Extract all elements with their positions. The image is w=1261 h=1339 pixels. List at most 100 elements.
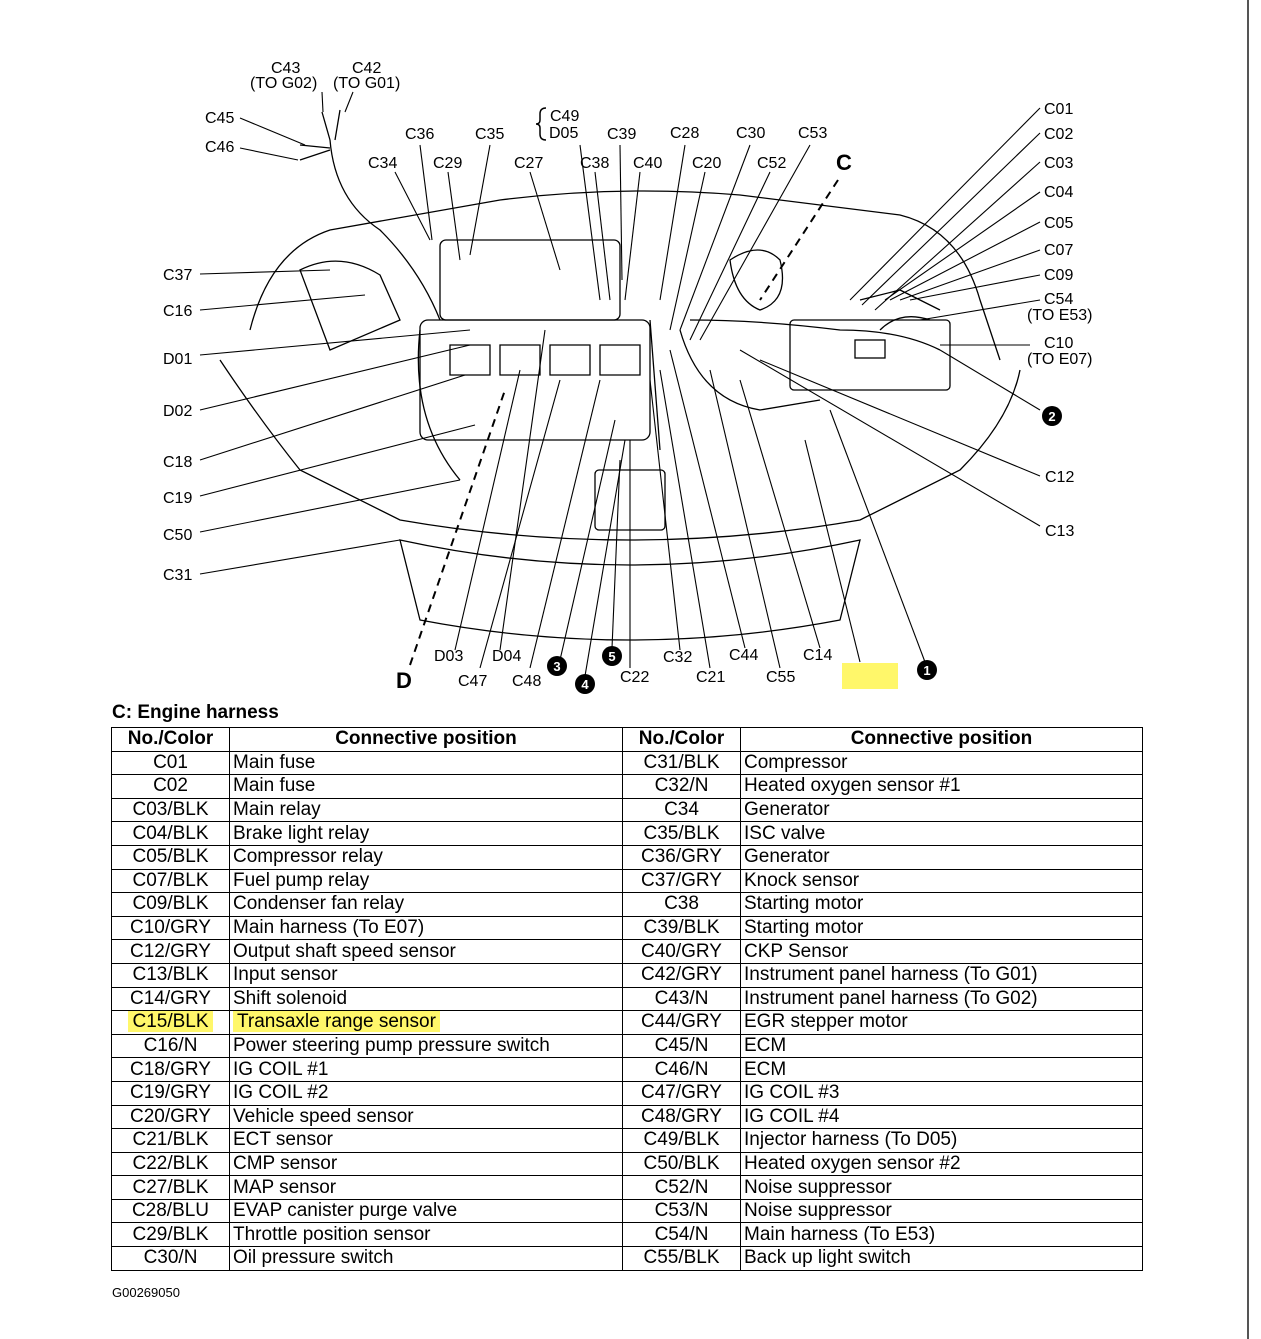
left-position-cell: CMP sensor bbox=[229, 1151, 623, 1177]
label-c30: C30 bbox=[736, 125, 765, 142]
left-no-color-cell: C16/N bbox=[111, 1033, 230, 1059]
label-c16: C16 bbox=[163, 303, 192, 320]
leader-lines bbox=[199, 91, 1041, 677]
right-no-color-cell: C32/N bbox=[622, 774, 741, 799]
label-d05: D05 bbox=[549, 125, 578, 142]
callout-circle bbox=[547, 656, 567, 676]
left-no-color-cell: C05/BLK bbox=[111, 844, 230, 870]
c15-label-highlight bbox=[842, 663, 898, 689]
right-no-color-cell: C54/N bbox=[622, 1222, 741, 1248]
label-c45: C45 bbox=[205, 110, 234, 127]
right-no-color-cell: C47/GRY bbox=[622, 1080, 741, 1106]
right-position-cell: Back up light switch bbox=[740, 1246, 1143, 1271]
right-no-color-cell: C37/GRY bbox=[622, 868, 741, 894]
right-label-1: C02 bbox=[1044, 126, 1073, 143]
left-position-cell: Output shaft speed sensor bbox=[229, 939, 623, 964]
right-no-color-cell: C49/BLK bbox=[622, 1128, 741, 1153]
right-position-cell: EGR stepper motor bbox=[740, 1010, 1143, 1035]
section-marker-c: C bbox=[836, 150, 852, 175]
label-d01: D01 bbox=[163, 351, 192, 368]
label-c48: C48 bbox=[512, 673, 541, 690]
right-label-6: C09 bbox=[1044, 267, 1073, 284]
right-position-cell: Noise suppressor bbox=[740, 1175, 1143, 1200]
right-no-color-cell: C44/GRY bbox=[622, 1010, 741, 1035]
left-position-cell: Main harness (To E07) bbox=[229, 915, 623, 941]
right-label-4: C05 bbox=[1044, 215, 1073, 232]
label-c42: C42 bbox=[352, 60, 381, 77]
label-c53: C53 bbox=[798, 125, 827, 142]
left-no-color-cell: C27/BLK bbox=[111, 1175, 230, 1200]
right-no-color-cell: C45/N bbox=[622, 1033, 741, 1059]
label-c46: C46 bbox=[205, 139, 234, 156]
header-no-color-right: No./Color bbox=[622, 727, 741, 752]
left-position-cell: Power steering pump pressure switch bbox=[229, 1033, 623, 1059]
label-c20: C20 bbox=[692, 155, 721, 172]
left-no-color-cell: C21/BLK bbox=[111, 1128, 230, 1153]
highlighted-cell-text: C15/BLK bbox=[128, 1011, 213, 1033]
callout-number: 5 bbox=[608, 649, 615, 664]
right-no-color-cell: C53/N bbox=[622, 1198, 741, 1224]
left-no-color-cell: C10/GRY bbox=[111, 915, 230, 941]
right-position-cell: Compressor bbox=[740, 750, 1143, 776]
harness-table-title: C: Engine harness bbox=[112, 702, 279, 723]
right-position-cell: Knock sensor bbox=[740, 868, 1143, 894]
left-no-color-cell: C09/BLK bbox=[111, 892, 230, 917]
label-c29: C29 bbox=[433, 155, 462, 172]
left-no-color-cell: C28/BLU bbox=[111, 1198, 230, 1224]
callout-number: 4 bbox=[581, 677, 589, 692]
label-c27: C27 bbox=[514, 155, 543, 172]
label-c21: C21 bbox=[696, 669, 725, 686]
label-c39: C39 bbox=[607, 126, 636, 143]
section-line-c bbox=[759, 179, 839, 301]
callout-circle bbox=[917, 660, 937, 680]
left-no-color-cell: C13/BLK bbox=[111, 962, 230, 988]
engine-harness-table: No./Color Connective position No./Color … bbox=[111, 727, 1143, 1271]
right-no-color-cell: C36/GRY bbox=[622, 844, 741, 870]
label-d02: D02 bbox=[163, 403, 192, 420]
label-c47: C47 bbox=[458, 673, 487, 690]
left-position-cell: IG COIL #1 bbox=[229, 1057, 623, 1082]
left-position-cell: Brake light relay bbox=[229, 821, 623, 846]
right-label-0: C01 bbox=[1044, 101, 1073, 118]
label-d04: D04 bbox=[492, 648, 521, 665]
left-no-color-cell: C30/N bbox=[111, 1246, 230, 1271]
left-no-color-cell: C04/BLK bbox=[111, 821, 230, 846]
header-position-left: Connective position bbox=[229, 727, 623, 752]
right-position-cell: Injector harness (To D05) bbox=[740, 1128, 1143, 1153]
left-position-cell: MAP sensor bbox=[229, 1175, 623, 1200]
label-c19: C19 bbox=[163, 490, 192, 507]
callout-circle bbox=[1042, 406, 1062, 426]
right-no-color-cell: C55/BLK bbox=[622, 1246, 741, 1271]
right-no-color-cell: C52/N bbox=[622, 1175, 741, 1200]
section-marker-d: D bbox=[396, 668, 412, 693]
right-position-cell: ECM bbox=[740, 1057, 1143, 1082]
right-position-cell: ISC valve bbox=[740, 821, 1143, 846]
right-label-12: C13 bbox=[1045, 523, 1074, 540]
right-label-7: C54 bbox=[1044, 291, 1073, 308]
callout-circle bbox=[575, 674, 595, 694]
left-position-cell: Main relay bbox=[229, 797, 623, 823]
right-position-cell: CKP Sensor bbox=[740, 939, 1143, 964]
label-c14: C14 bbox=[803, 647, 832, 664]
label-c42sub: (TO G01) bbox=[333, 75, 400, 92]
label-c22: C22 bbox=[620, 669, 649, 686]
right-no-color-cell: C34 bbox=[622, 797, 741, 823]
left-no-color-cell: C19/GRY bbox=[111, 1080, 230, 1106]
label-c31: C31 bbox=[163, 567, 192, 584]
